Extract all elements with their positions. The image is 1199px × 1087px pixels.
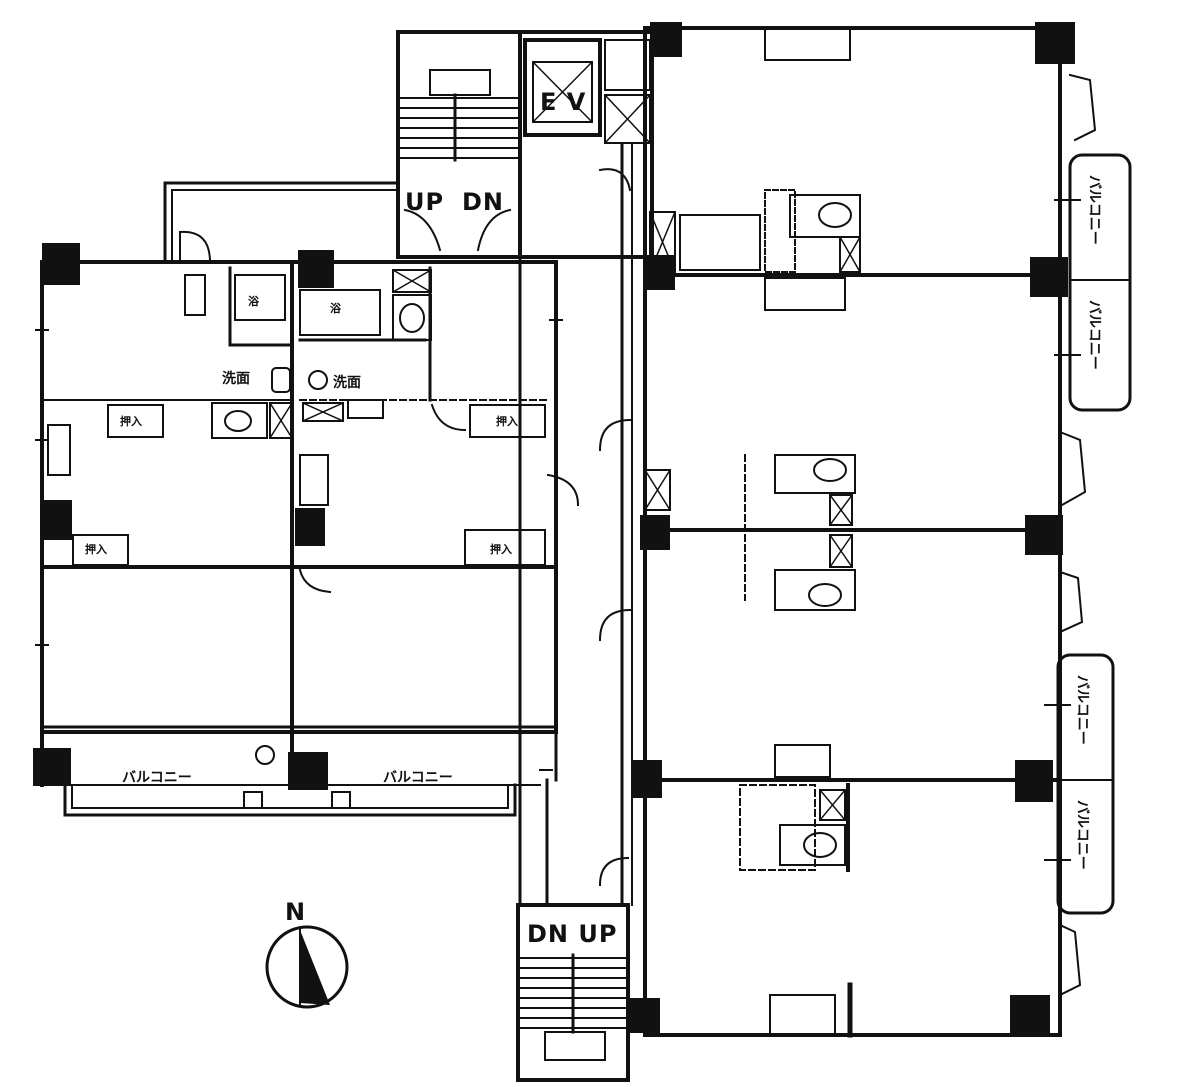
balcony-label-east-4: バルコニー	[1074, 800, 1090, 870]
bath-label-2: 浴	[330, 301, 342, 315]
balcony-label-east-3: バルコニー	[1074, 675, 1090, 745]
storage-label-1: 押入	[120, 414, 142, 428]
storage-label-3: 押入	[85, 542, 107, 556]
balcony-label-west-1: バルコニー	[122, 770, 192, 786]
structural-columns	[33, 22, 1075, 1037]
balcony-label-east-2: バルコニー	[1086, 300, 1102, 370]
balcony-label-west-2: バルコニー	[383, 770, 453, 786]
north-stair-up-label: UP	[405, 188, 444, 216]
south-stair-label: DN UP	[527, 920, 617, 948]
storage-label-2: 押入	[496, 414, 518, 428]
north-stair-dn-label: DN	[462, 188, 504, 216]
north-core	[396, 30, 654, 259]
storage-label-4: 押入	[490, 542, 512, 556]
washroom-label-1: 洗面	[222, 370, 250, 387]
washroom-label-2: 洗面	[333, 374, 361, 391]
north-arrow-icon: N	[265, 898, 349, 1009]
compass-north-label: N	[285, 898, 306, 926]
corridor	[518, 143, 633, 907]
south-stair	[516, 903, 630, 1082]
balcony-label-east-1: バルコニー	[1086, 175, 1102, 245]
bath-label-1: 浴	[248, 294, 260, 308]
elevator-label: E V	[540, 88, 586, 116]
